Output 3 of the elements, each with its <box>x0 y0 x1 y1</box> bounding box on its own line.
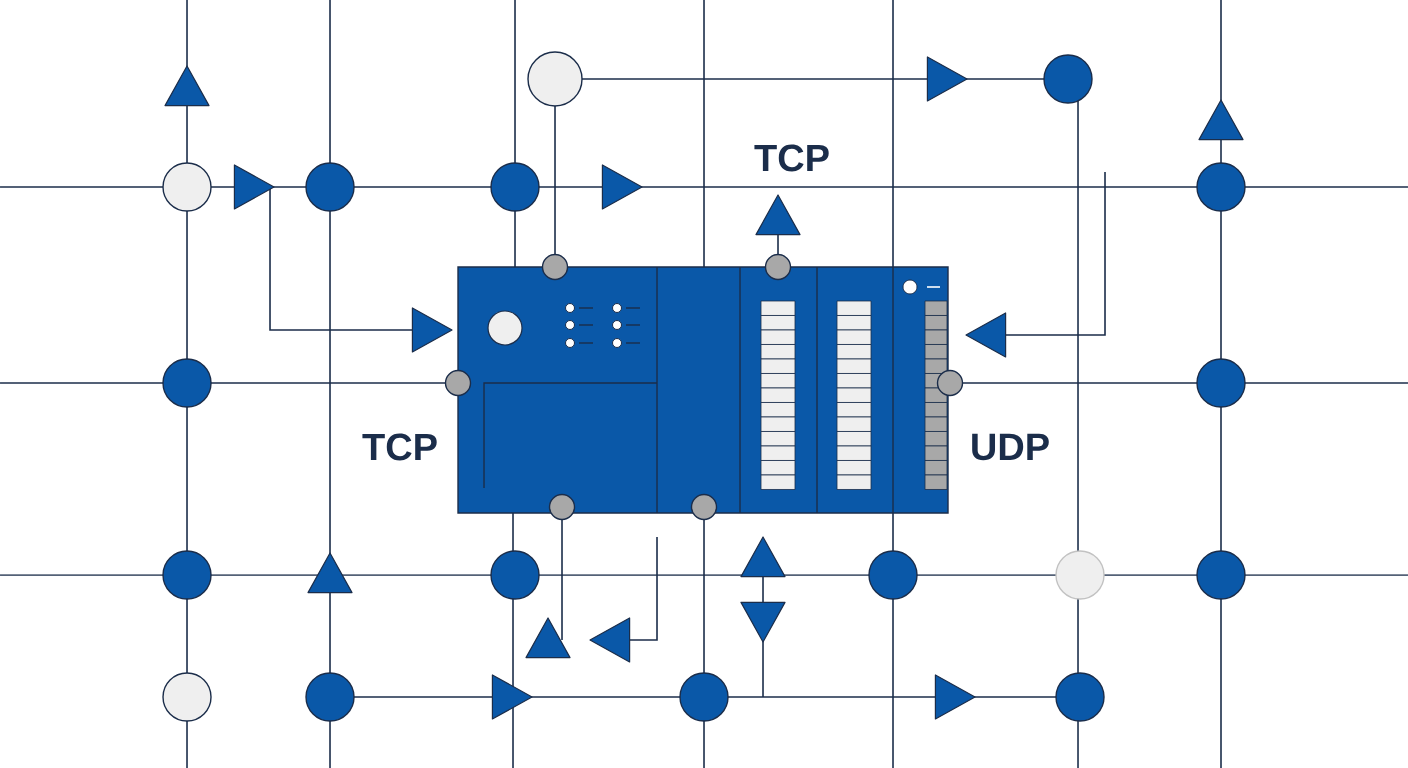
protocol-label: TCP <box>362 433 437 461</box>
protocol-label: TCP <box>754 144 829 172</box>
protocol-label: UDP <box>972 433 1049 461</box>
